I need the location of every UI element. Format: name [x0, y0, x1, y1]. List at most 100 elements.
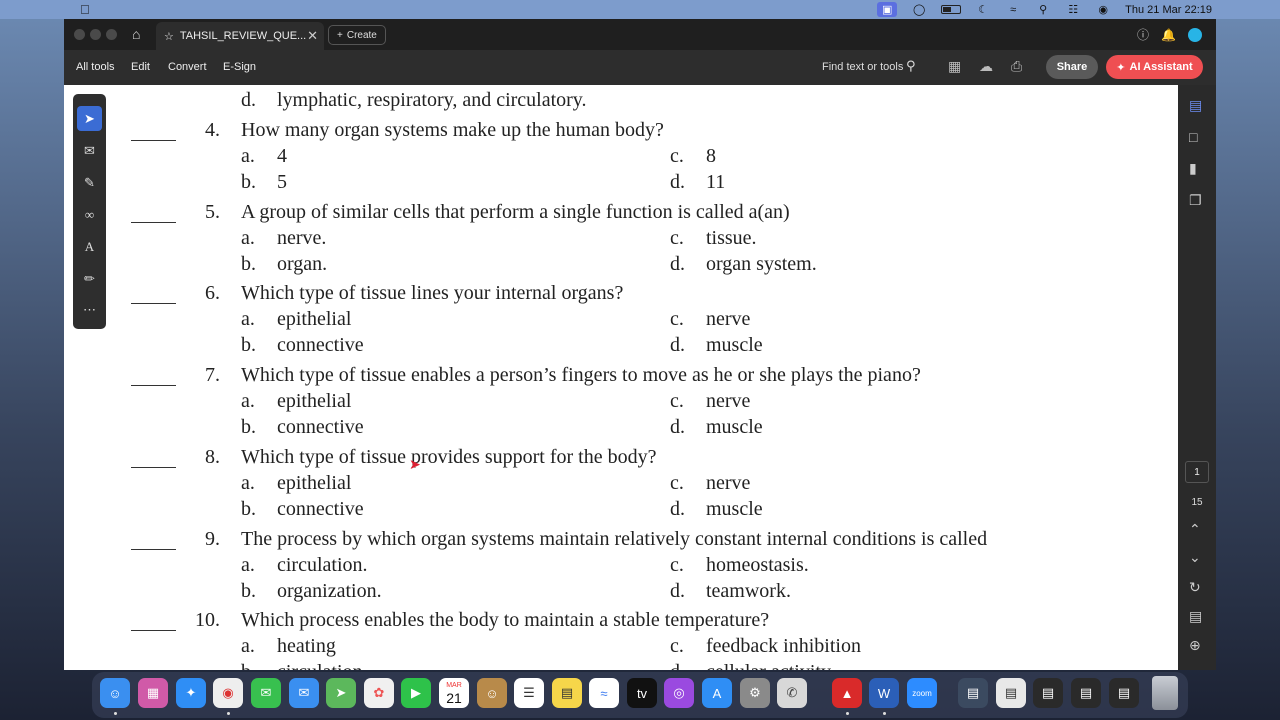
zoom-in-icon[interactable]: ⊕ [1189, 637, 1201, 653]
option-letter: c. [670, 227, 684, 249]
menu-bar:  ▣ ◯ ☾ ≈ ⚲ ☷ ◉ Thu 21 Mar 22:19 [0, 0, 1280, 19]
pages-icon[interactable]: ❐ [1189, 192, 1202, 208]
focus-moon-icon[interactable]: ☾ [978, 4, 989, 16]
acrobat-window: ⌂ ☆ TAHSIL_REVIEW_QUE... ✕ + Create ⓘ 🔔 … [64, 19, 1216, 670]
launchpad-icon[interactable]: ▦ [138, 678, 168, 708]
text-box-icon[interactable]: A [84, 238, 95, 254]
option-letter: b. [241, 171, 256, 193]
find-text-or-tools-button[interactable]: Find text or tools [822, 61, 904, 73]
option-text: 4 [277, 145, 287, 167]
chrome-icon[interactable]: ◉ [213, 678, 243, 708]
maps-icon[interactable]: ➤ [326, 678, 356, 708]
option-letter: c. [670, 390, 684, 412]
document-tab[interactable]: ☆ TAHSIL_REVIEW_QUE... ✕ [156, 22, 324, 50]
current-page-input[interactable]: 1 [1185, 461, 1209, 483]
battery-icon[interactable] [941, 5, 962, 14]
option-letter: d. [241, 89, 256, 111]
calendar-icon[interactable]: MAR 21 [439, 678, 469, 708]
window-zoom-button[interactable] [106, 29, 117, 40]
recent-window-icon[interactable]: ▤ [958, 678, 988, 708]
running-indicator [846, 712, 849, 715]
option-letter: c. [670, 145, 684, 167]
add-comment-icon[interactable]: ✉ [84, 142, 95, 158]
save-icon[interactable]: ▦ [948, 58, 962, 74]
podcasts-icon[interactable]: ◎ [664, 678, 694, 708]
window-minimize-button[interactable] [90, 29, 101, 40]
recent-window-icon[interactable]: ▤ [1109, 678, 1139, 708]
share-button[interactable]: Share [1046, 55, 1098, 79]
pdf-page-view[interactable]: d. lymphatic, respiratory, and circulato… [64, 85, 1178, 670]
star-icon[interactable]: ☆ [164, 30, 174, 43]
messages-icon[interactable]: ✉ [251, 678, 281, 708]
zoom-icon[interactable]: zoom [907, 678, 937, 708]
trash-icon[interactable] [1152, 676, 1178, 710]
app-store-icon[interactable]: A [702, 678, 732, 708]
question-text: Which type of tissue lines your internal… [241, 282, 624, 304]
mail-icon[interactable]: ✉ [289, 678, 319, 708]
upload-cloud-icon[interactable]: ☁ [979, 58, 993, 74]
creative-cloud-icon[interactable]: ◯ [913, 4, 926, 16]
recent-document-icon[interactable]: ▤ [996, 678, 1026, 708]
apple-tv-icon[interactable]: tv [627, 678, 657, 708]
option-letter: d. [670, 416, 685, 438]
recent-window-icon[interactable]: ▤ [1033, 678, 1063, 708]
help-icon[interactable]: ⓘ [1137, 28, 1150, 42]
word-icon[interactable]: W [869, 678, 899, 708]
option-text: 11 [706, 171, 726, 193]
option-text: connective [277, 416, 364, 438]
more-tools-icon[interactable]: ⋯ [83, 301, 96, 317]
comments-icon[interactable]: □ [1189, 129, 1198, 145]
sign-icon[interactable]: ✏ [84, 270, 95, 286]
menu-e-sign[interactable]: E-Sign [223, 61, 257, 73]
photos-icon[interactable]: ✿ [364, 678, 394, 708]
menu-edit[interactable]: Edit [131, 61, 150, 73]
siri-icon[interactable]: ◉ [1098, 4, 1108, 16]
freeform-icon[interactable]: ≈ [589, 678, 619, 708]
facetime-icon[interactable]: ▶ [401, 678, 431, 708]
whatsapp-icon[interactable]: ✆ [777, 678, 807, 708]
option-text: nerve [706, 472, 751, 494]
reminders-icon[interactable]: ☰ [514, 678, 544, 708]
next-page-icon[interactable]: ⌄ [1189, 549, 1201, 565]
rotate-icon[interactable]: ↻ [1189, 579, 1201, 595]
acrobat-icon[interactable]: ▲ [832, 678, 862, 708]
option-letter: c. [670, 554, 684, 576]
control-center-icon[interactable]: ☷ [1068, 4, 1079, 16]
highlight-pen-icon[interactable]: ✎ [84, 174, 95, 190]
print-icon[interactable]: ⎙ [1011, 58, 1023, 74]
draw-lasso-icon[interactable]: ∞ [84, 206, 95, 222]
bookmarks-icon[interactable]: ▮ [1189, 160, 1197, 176]
create-button[interactable]: + Create [328, 25, 386, 45]
screen-mirroring-icon[interactable]: ▣ [877, 2, 898, 17]
question-number: 6. [205, 282, 220, 304]
ai-summary-icon[interactable]: ▤ [1189, 97, 1203, 113]
notes-icon[interactable]: ▤ [552, 678, 582, 708]
dock: ☺ ▦ ✦ ◉ ✉ ✉ ➤ ✿ ▶ MAR 21 ☺ ☰ ▤ ≈ tv ◎ A … [92, 672, 1188, 718]
question-number: 10. [195, 609, 220, 631]
menu-all-tools[interactable]: All tools [76, 61, 115, 73]
option-letter: d. [670, 171, 685, 193]
option-text: muscle [706, 334, 763, 356]
system-settings-icon[interactable]: ⚙ [740, 678, 770, 708]
ai-assistant-button[interactable]: ✦ AI Assistant [1106, 55, 1203, 79]
question-number: 9. [205, 528, 220, 550]
recent-window-icon[interactable]: ▤ [1071, 678, 1101, 708]
document-properties-icon[interactable]: ▤ [1189, 608, 1203, 624]
previous-page-icon[interactable]: ⌃ [1189, 521, 1201, 537]
select-pointer-icon[interactable]: ➤ [77, 106, 102, 131]
safari-icon[interactable]: ✦ [176, 678, 206, 708]
account-avatar[interactable] [1188, 27, 1202, 42]
menu-bar-status-items: ▣ ◯ ☾ ≈ ⚲ ☷ ◉ Thu 21 Mar 22:19 [877, 0, 1212, 19]
home-icon[interactable]: ⌂ [132, 26, 141, 42]
notifications-bell-icon[interactable]: 🔔 [1161, 27, 1176, 42]
finder-icon[interactable]: ☺ [100, 678, 130, 708]
close-tab-icon[interactable]: ✕ [307, 28, 318, 43]
search-icon[interactable]: ⚲ [906, 58, 916, 73]
window-close-button[interactable] [74, 29, 85, 40]
contacts-icon[interactable]: ☺ [477, 678, 507, 708]
menu-bar-clock[interactable]: Thu 21 Mar 22:19 [1125, 3, 1212, 16]
wifi-icon[interactable]: ≈ [1010, 3, 1017, 16]
spotlight-search-icon[interactable]: ⚲ [1039, 4, 1048, 16]
menu-convert[interactable]: Convert [168, 61, 207, 73]
apple-icon[interactable]:  [80, 2, 90, 17]
